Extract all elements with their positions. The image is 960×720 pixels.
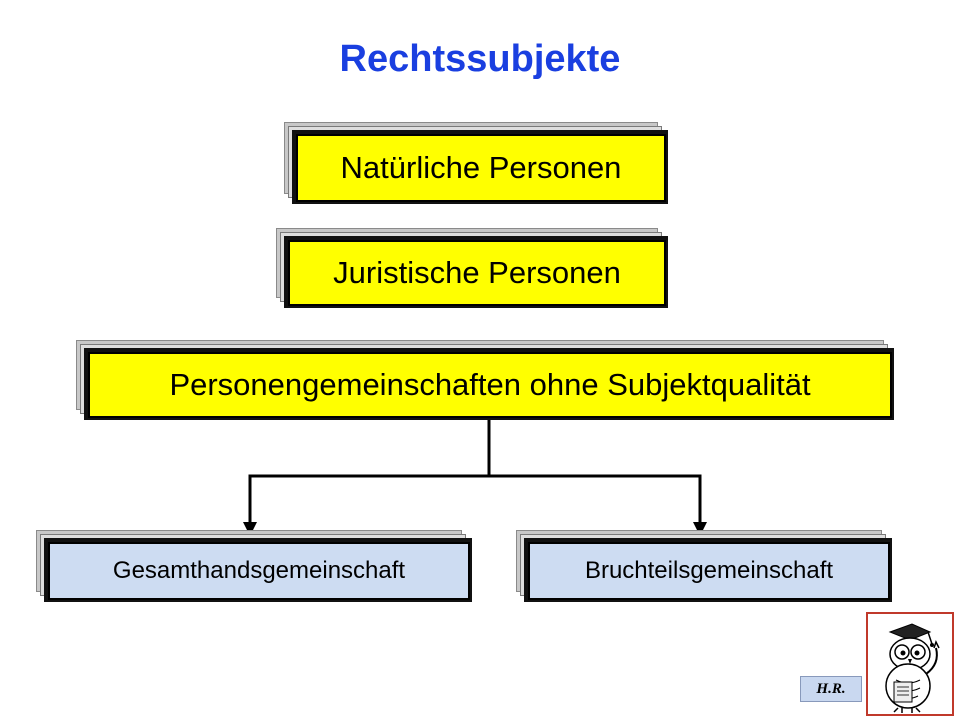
author-initials-badge: H.R. [800, 676, 862, 702]
box-fractional-ownership-label: Bruchteilsgemeinschaft [528, 542, 890, 600]
box-joint-ownership-label: Gesamthandsgemeinschaft [48, 542, 470, 600]
box-communities: Personengemeinschaften ohne Subjektquali… [76, 340, 894, 420]
arrow-head-left [243, 522, 257, 536]
box-natural-persons-label: Natürliche Personen [296, 134, 666, 202]
box-communities-label: Personengemeinschaften ohne Subjektquali… [88, 352, 892, 418]
box-fractional-ownership: Bruchteilsgemeinschaft [516, 530, 892, 602]
connector-branch [248, 474, 702, 534]
owl-logo-frame [866, 612, 954, 716]
arrow-head-right [693, 522, 707, 536]
box-joint-ownership: Gesamthandsgemeinschaft [36, 530, 472, 602]
box-juristic-persons: Juristische Personen [276, 228, 668, 308]
page-title: Rechtssubjekte [339, 38, 621, 80]
box-juristic-persons-label: Juristische Personen [288, 240, 666, 306]
owl-professor-icon [885, 623, 940, 713]
box-natural-persons: Natürliche Personen [284, 122, 668, 204]
